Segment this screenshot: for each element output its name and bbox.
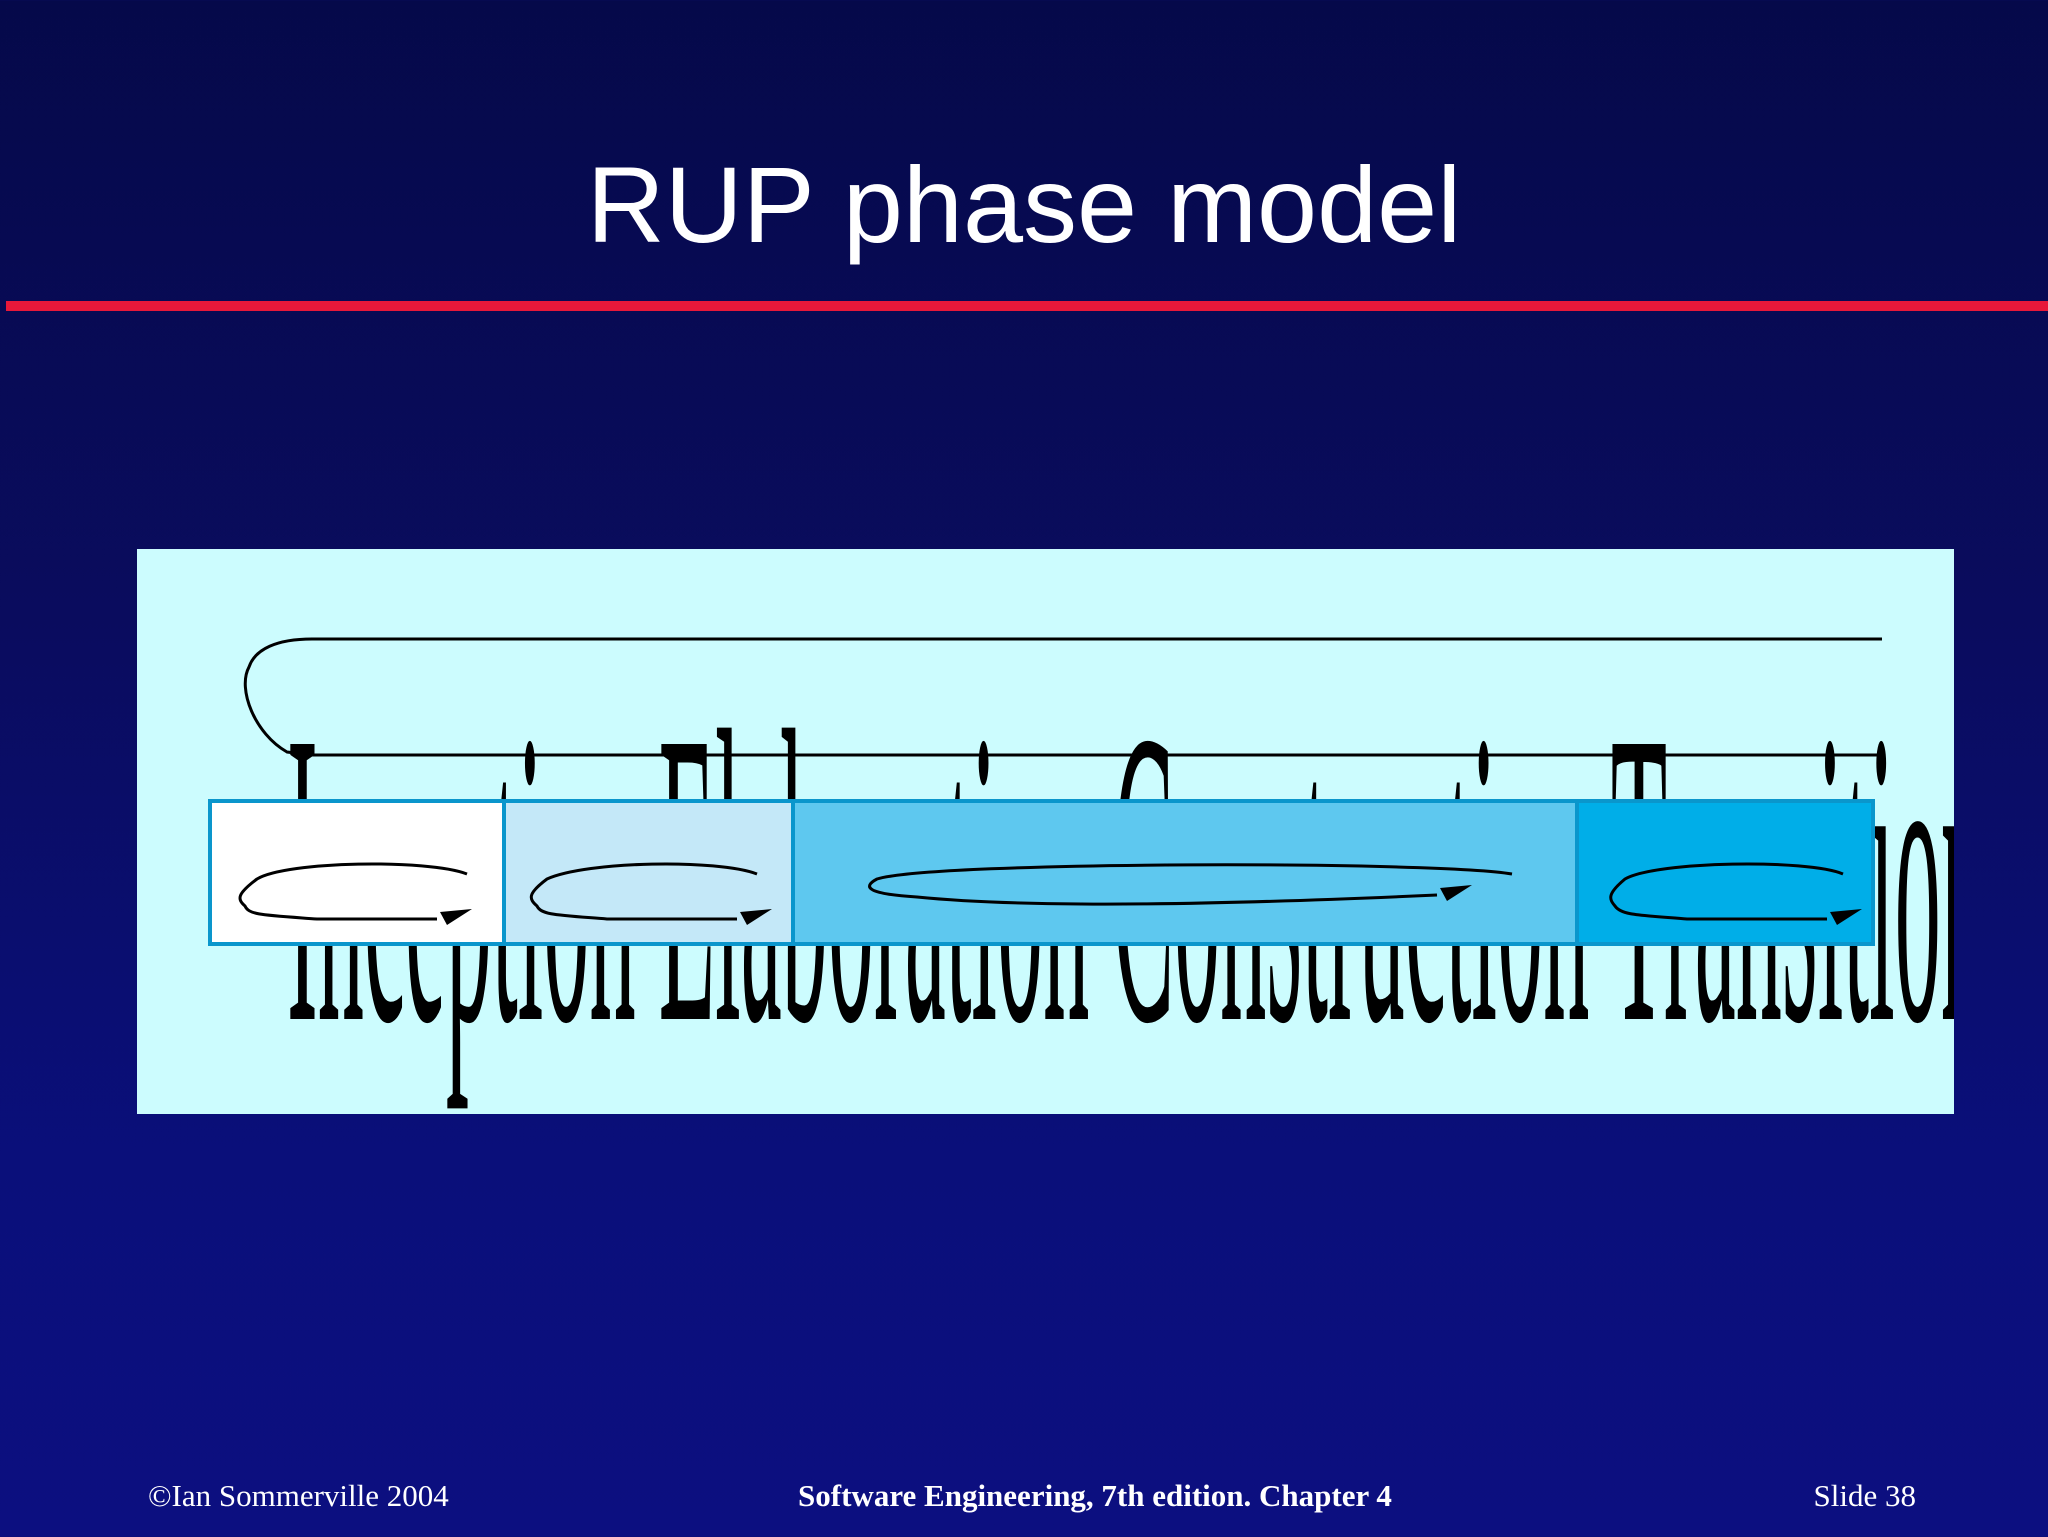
iteration-loop-construction (868, 863, 1513, 906)
iteration-loop-transition (1609, 862, 1844, 921)
footer-copyright: ©Ian Sommerville 2004 (148, 1478, 449, 1513)
title-divider (6, 301, 2048, 311)
footer-slide-number: Slide 38 (1813, 1478, 1916, 1513)
iteration-loop-elaboration (529, 862, 758, 921)
rup-phase-diagram: Inception Elaboration Construction Trans… (137, 549, 1954, 1114)
arrowhead-transition (1830, 909, 1862, 925)
arrowhead-construction (1440, 885, 1472, 901)
arrowhead-inception (440, 909, 472, 925)
slide-title: RUP phase model (586, 144, 1462, 265)
phase-iteration-loop (243, 637, 1882, 757)
phase-box-transition (1575, 799, 1875, 946)
arrowhead-elaboration (740, 909, 772, 925)
footer-book-title: Software Engineering, 7th edition. Chapt… (798, 1478, 1392, 1513)
iteration-loop-inception (238, 862, 468, 921)
